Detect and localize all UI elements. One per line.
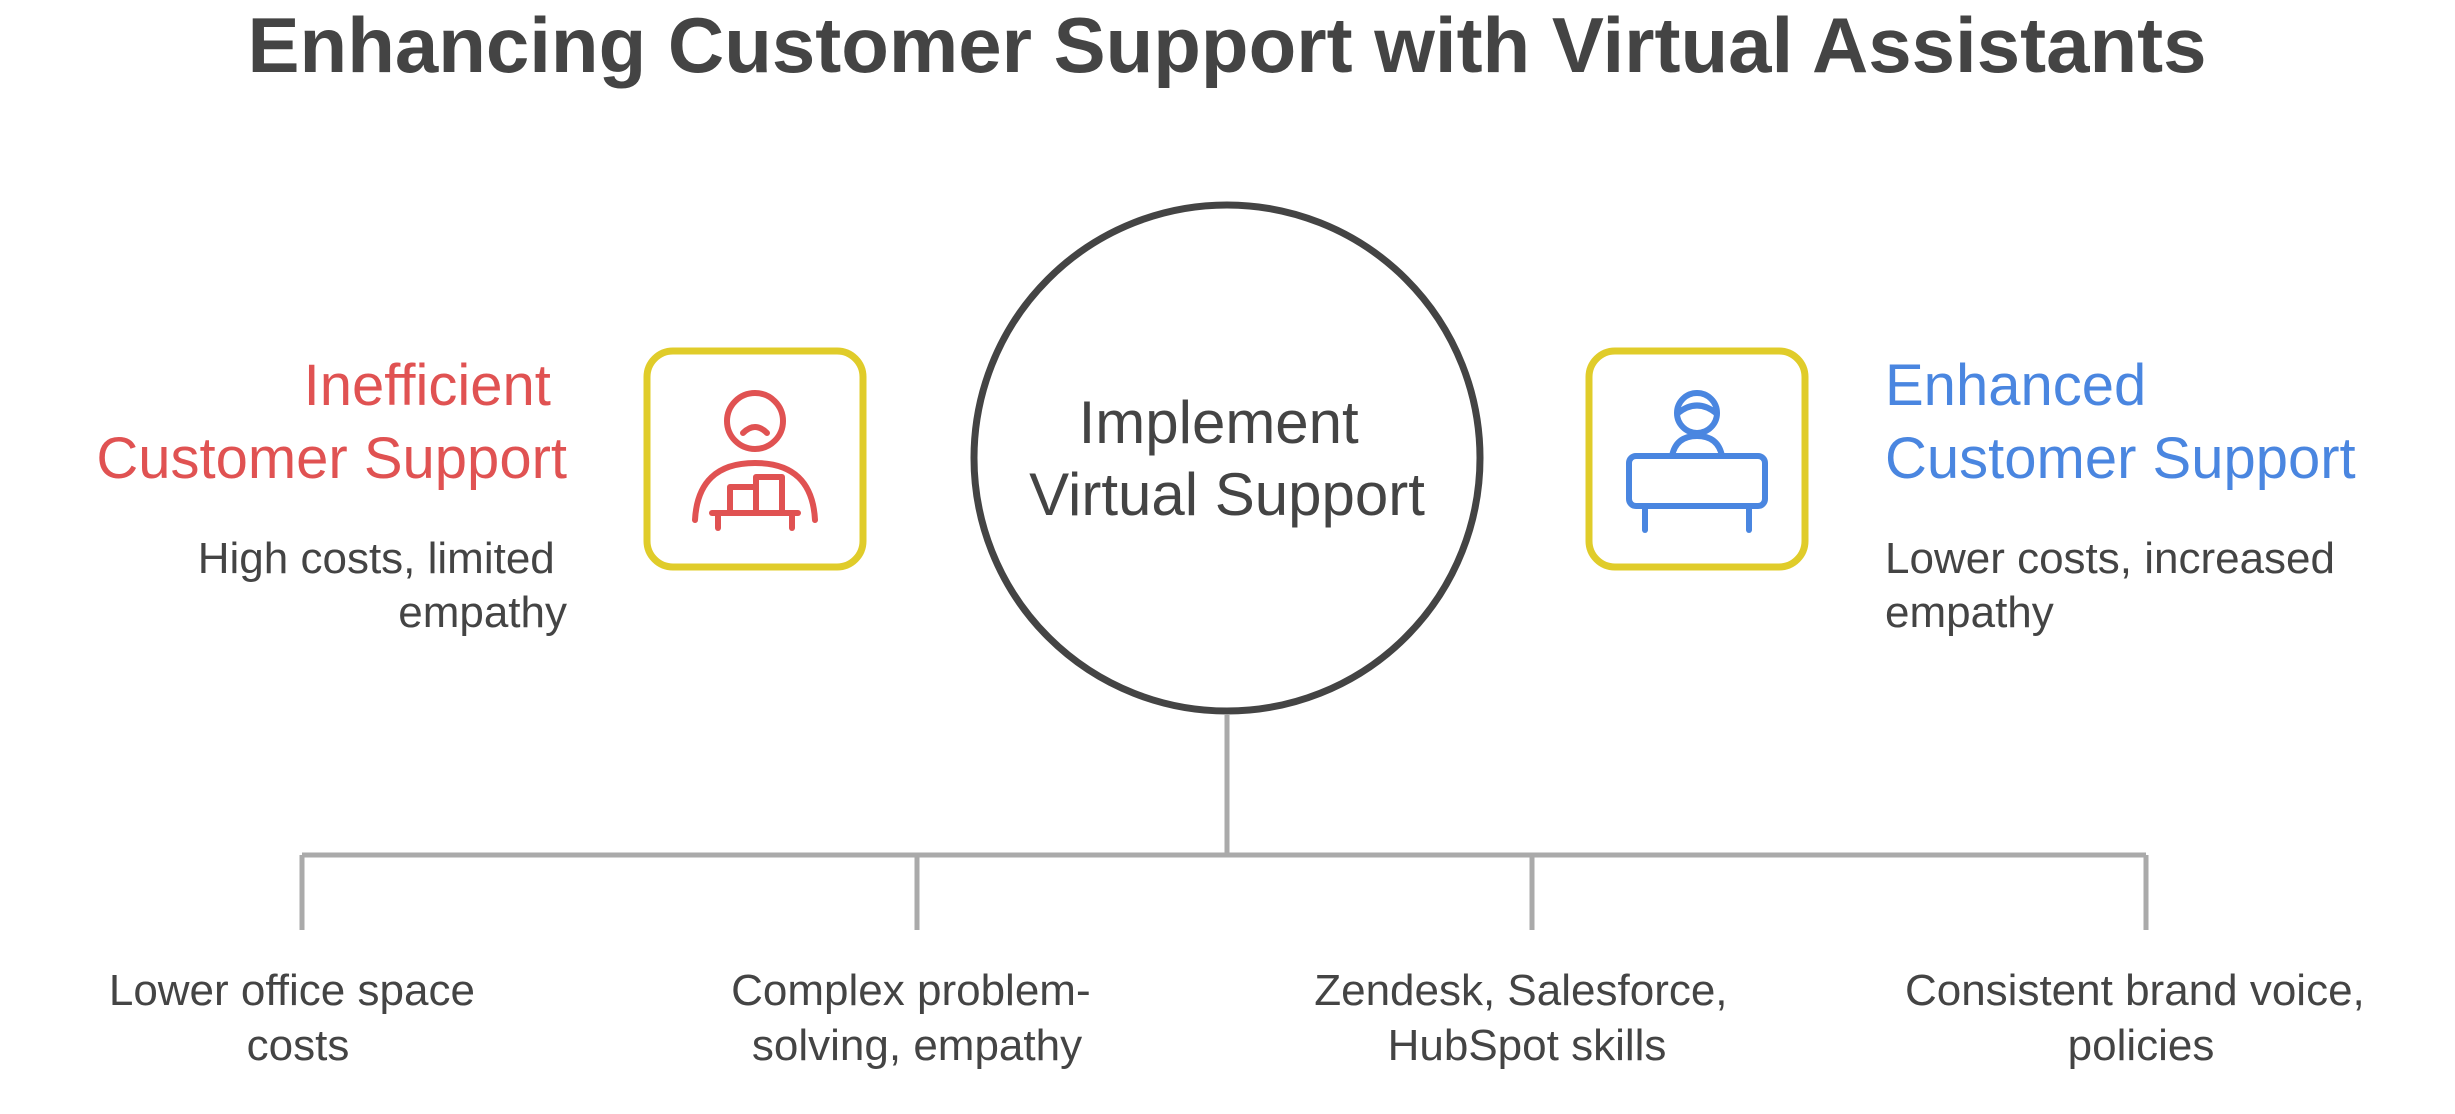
center-label-line1: Implement bbox=[1079, 389, 1359, 456]
branch-label-3: Zendesk, Salesforce, HubSpot skills bbox=[1314, 966, 1740, 1070]
left-description-line2: empathy bbox=[398, 588, 567, 637]
branch-label-4: Consistent brand voice, policies bbox=[1905, 966, 2377, 1070]
branch-label-2-line1: Complex problem- bbox=[731, 966, 1090, 1015]
right-description-line1: Lower costs, increased bbox=[1885, 534, 2335, 583]
support-agent-at-desk-icon bbox=[1585, 347, 1809, 571]
center-circle bbox=[970, 201, 1484, 715]
left-description-line1: High costs, limited bbox=[198, 534, 555, 583]
left-heading: Inefficient Customer Support bbox=[96, 353, 567, 491]
branch-label-2: Complex problem- solving, empathy bbox=[731, 966, 1103, 1070]
right-description: Lower costs, increased empathy bbox=[1885, 534, 2347, 637]
branch-label-4-line1: Consistent brand voice, bbox=[1905, 966, 2365, 1015]
frustrated-person-at-desk-icon bbox=[643, 347, 867, 571]
branch-label-1-line2: costs bbox=[247, 1021, 350, 1070]
branch-label-1-line1: Lower office space bbox=[109, 966, 475, 1015]
branch-label-1: Lower office space costs bbox=[109, 966, 487, 1070]
branch-label-4-line2: policies bbox=[2068, 1021, 2215, 1070]
branch-label-3-line1: Zendesk, Salesforce, bbox=[1314, 966, 1727, 1015]
branch-label-2-line2: solving, empathy bbox=[752, 1021, 1082, 1070]
center-label-line2: Virtual Support bbox=[1029, 461, 1425, 528]
left-description: High costs, limited empathy bbox=[198, 534, 567, 637]
branch-label-3-line2: HubSpot skills bbox=[1388, 1021, 1667, 1070]
right-heading: Enhanced Customer Support bbox=[1885, 353, 2356, 491]
left-heading-line1: Inefficient bbox=[304, 353, 551, 418]
right-heading-line1: Enhanced bbox=[1885, 353, 2146, 418]
diagram-title: Enhancing Customer Support with Virtual … bbox=[248, 1, 2207, 89]
branch-connectors bbox=[299, 715, 2149, 930]
left-heading-line2: Customer Support bbox=[96, 426, 567, 491]
right-description-line2: empathy bbox=[1885, 588, 2054, 637]
right-heading-line2: Customer Support bbox=[1885, 426, 2356, 491]
center-label: Implement Virtual Support bbox=[1029, 389, 1425, 528]
